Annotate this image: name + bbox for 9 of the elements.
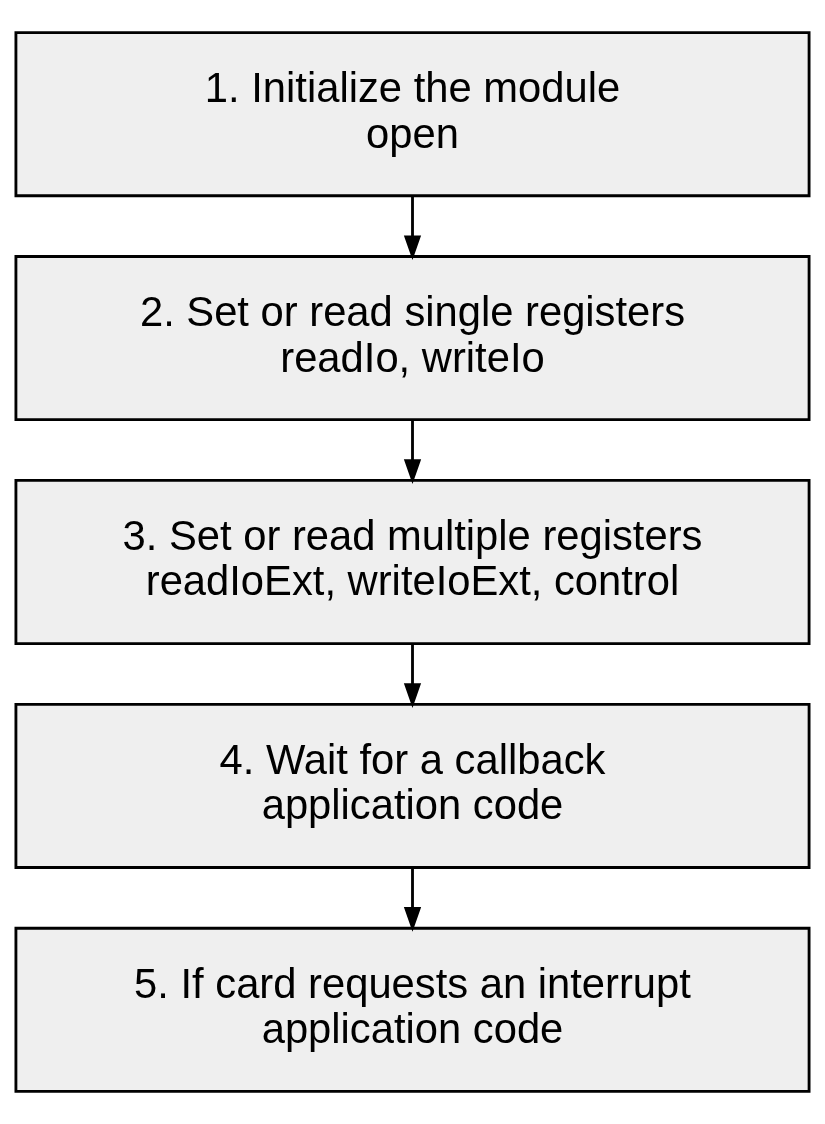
arrow: [403, 644, 422, 708]
node-box: 2. Set or read single registers readIo, writeIo: [14, 255, 811, 422]
node-box: 4. Wait for a callback application code: [14, 702, 811, 869]
node-box: 3. Set or read multiple registers readIoExt, writeIoExt, control: [14, 479, 811, 645]
arrow: [403, 867, 422, 932]
arrow: [403, 196, 422, 261]
arrow: [403, 420, 422, 484]
node-box: 1. Initialize the module open: [14, 31, 811, 198]
node-box: 5. If card requests an interrupt application code: [14, 926, 811, 1093]
